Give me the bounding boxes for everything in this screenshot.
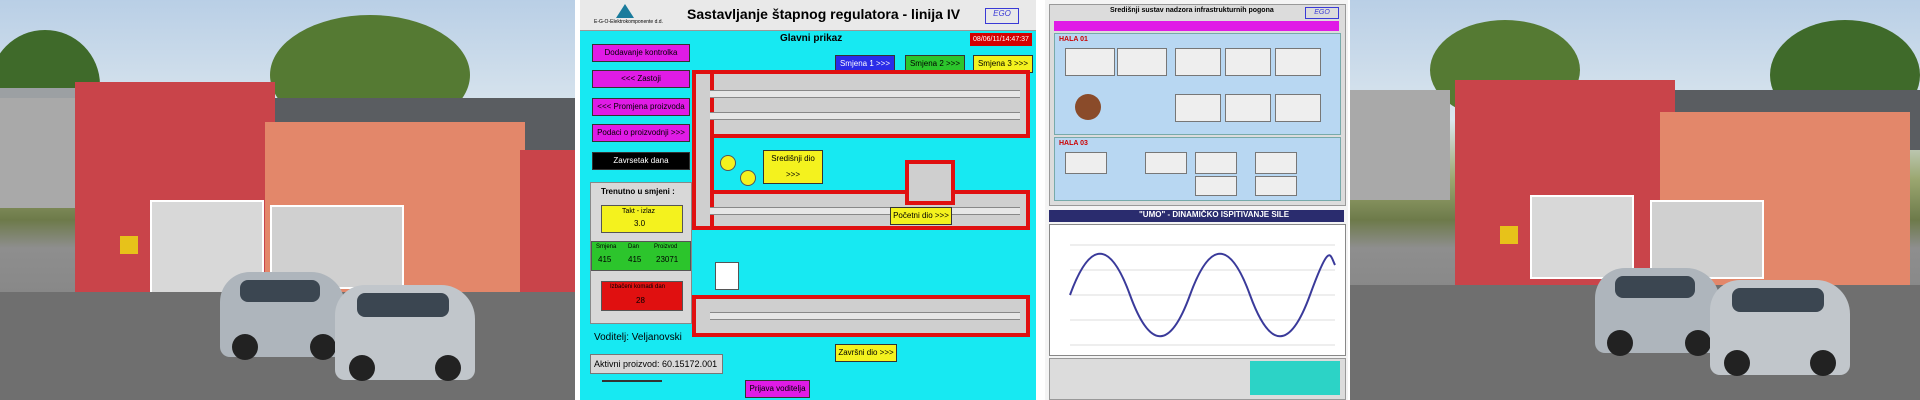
leader-label: Voditelj: Veljanovski <box>594 332 682 343</box>
conveyor <box>710 112 1020 120</box>
counters-box: Smjena Dan Proizvod 415 415 23071 <box>591 241 691 271</box>
equipment-tile[interactable] <box>1275 94 1321 122</box>
car <box>220 272 345 360</box>
monitor-brand-logo: EGO <box>1305 7 1339 19</box>
chart-title: "UMO" - DINAMIČKO ISPITIVANJE SILE <box>1139 210 1290 219</box>
status-bar <box>1054 21 1339 31</box>
end-section-button[interactable]: Završni dio >>> <box>835 344 897 362</box>
takt-box: Takt - izlaz 3.0 <box>601 205 683 233</box>
force-test-chart <box>1049 224 1346 356</box>
counter-value-day: 415 <box>628 255 642 264</box>
counter-label-shift: Smjena <box>596 244 617 250</box>
screen-subtitle: Glavni prikaz <box>780 33 843 44</box>
menu-production-data-button[interactable]: Podaci o proizvodnji >>> <box>592 124 690 142</box>
shift-2-button[interactable]: Smjena 2 >>> <box>905 55 965 73</box>
electric-box <box>1500 226 1518 244</box>
equipment-tile[interactable] <box>1065 152 1107 174</box>
status-table <box>1049 358 1346 400</box>
conveyor <box>710 90 1020 98</box>
side-building <box>0 98 80 208</box>
roof <box>0 88 80 100</box>
equipment-tile[interactable] <box>1225 94 1271 122</box>
line-station-block <box>905 160 955 205</box>
equipment-tile[interactable] <box>1225 48 1271 76</box>
window <box>1650 200 1764 279</box>
equipment-tile[interactable] <box>1117 48 1167 76</box>
datetime-display: 08/06/11/14:47:37 <box>970 33 1032 46</box>
status-indicator-area <box>1250 361 1340 395</box>
page-title: Sastavljanje štapnog regulatora - linija… <box>687 6 961 22</box>
active-product-label: Aktivni proizvod: 60.15172.001 <box>590 354 723 374</box>
equipment-tile[interactable] <box>1275 48 1321 76</box>
takt-label: Takt - izlaz <box>622 208 656 215</box>
yellow-station-icon <box>740 170 756 186</box>
center-section-button[interactable]: Središnji dio >>> <box>763 150 823 184</box>
counter-value-product: 23071 <box>656 255 679 264</box>
current-shift-label: Trenutno u smjeni : <box>601 187 675 196</box>
equipment-tile[interactable] <box>1195 176 1237 196</box>
menu-add-control-button[interactable]: Dodavanje kontrolka <box>592 44 690 62</box>
equipment-tile[interactable] <box>1255 176 1297 196</box>
equipment-tile[interactable] <box>1255 152 1297 174</box>
counter-label-product: Proizvod <box>654 244 678 250</box>
defects-value: 28 <box>636 296 645 305</box>
car <box>1710 280 1850 376</box>
monitor-title: Središnji sustav nadzora infrastrukturni… <box>1110 7 1274 14</box>
conveyor <box>710 312 1020 320</box>
signal-line <box>1069 252 1336 338</box>
entrance-door <box>1530 195 1634 279</box>
current-shift-panel: Trenutno u smjeni : Takt - izlaz 3.0 Smj… <box>590 182 692 324</box>
side-building <box>1350 90 1450 200</box>
leader-login-button[interactable]: Prijava voditelja <box>745 380 810 398</box>
scada-header: E-G-O-Elektrokomponente d.d. Sastavljanj… <box>580 0 1036 31</box>
menu-product-change-button[interactable]: <<< Promjena proizvoda <box>592 98 690 116</box>
chart-header: "UMO" - DINAMIČKO ISPITIVANJE SILE <box>1049 210 1344 222</box>
brand-logo: EGO <box>985 8 1019 24</box>
yellow-station-icon <box>720 155 736 171</box>
car <box>1595 268 1720 356</box>
hall-03-label: HALA 03 <box>1059 140 1088 147</box>
start-section-button[interactable]: Početni dio >>> <box>890 207 952 225</box>
menu-end-of-day-button[interactable]: Zavrsetak dana <box>592 152 690 170</box>
tank-icon <box>1075 94 1101 120</box>
equipment-tile[interactable] <box>1175 94 1221 122</box>
equipment-tile[interactable] <box>1175 48 1221 76</box>
building-photo-left <box>0 0 575 400</box>
electric-box <box>120 236 138 254</box>
conveyor <box>710 207 1020 215</box>
company-name: E-G-O-Elektrokomponente d.d. <box>594 19 663 25</box>
car <box>335 285 475 381</box>
counter-value-shift: 415 <box>598 255 612 264</box>
company-logo-icon <box>616 4 634 18</box>
hall-03-panel: HALA 03 <box>1054 137 1341 201</box>
menu-downtime-button[interactable]: <<< Zastoji <box>592 70 690 88</box>
scada-main-screen: E-G-O-Elektrokomponente d.d. Sastavljanj… <box>580 0 1036 400</box>
building-photo-right <box>1350 0 1920 400</box>
line-connector-left <box>692 70 714 230</box>
counter-label-day: Dan <box>628 244 640 250</box>
equipment-tile[interactable] <box>1145 152 1187 174</box>
hall-01-panel: HALA 01 <box>1054 33 1341 135</box>
defects-label: Izbačeni komadi dan <box>610 284 666 290</box>
equipment-tile[interactable] <box>1195 152 1237 174</box>
infrastructure-overview: Središnji sustav nadzora infrastrukturni… <box>1049 4 1346 206</box>
red-wall <box>520 150 575 310</box>
equipment-tile[interactable] <box>1065 48 1115 76</box>
hall-01-label: HALA 01 <box>1059 36 1088 43</box>
blue-footer-button[interactable] <box>602 380 662 382</box>
takt-value: 3.0 <box>634 219 646 228</box>
monitoring-screen: Središnji sustav nadzora infrastrukturni… <box>1045 0 1348 400</box>
defects-box: Izbačeni komadi dan 28 <box>601 281 683 311</box>
sine-chart <box>1069 244 1336 346</box>
line-section-top <box>692 70 1030 138</box>
machine-box <box>715 262 739 290</box>
